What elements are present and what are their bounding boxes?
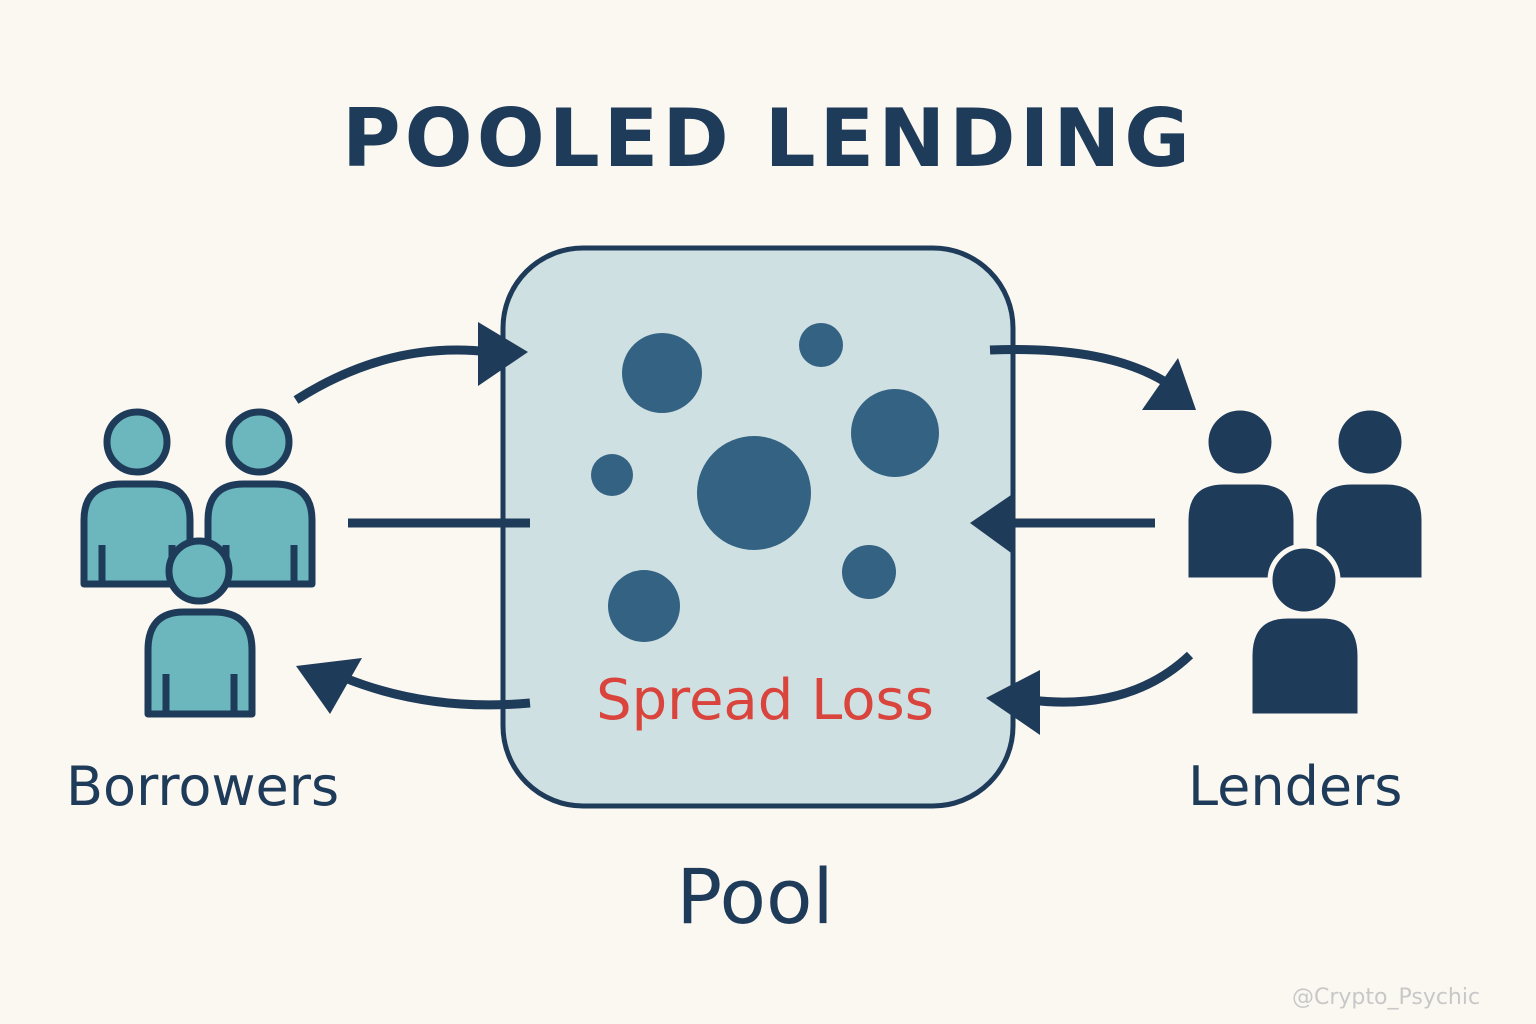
arrowhead-icon bbox=[986, 670, 1040, 735]
pool-circles-icon bbox=[591, 323, 939, 642]
borrowers-people-icon bbox=[80, 408, 316, 718]
borrower-connectors bbox=[293, 322, 531, 714]
spread-loss-label: Spread Loss bbox=[596, 668, 934, 733]
arrowhead-icon bbox=[1142, 358, 1196, 410]
pool-to-borrowers-arrow bbox=[343, 673, 531, 710]
borrowers-label: Borrowers bbox=[66, 755, 340, 818]
pool-label: Pool bbox=[676, 852, 834, 941]
pool-circle bbox=[799, 323, 843, 367]
lenders-label: Lenders bbox=[1188, 755, 1403, 818]
lender-person-icon bbox=[1183, 405, 1299, 583]
lender-connectors bbox=[970, 344, 1196, 735]
borrowers-to-pool-arrow bbox=[293, 345, 491, 404]
lenders-to-pool-arrow bbox=[1029, 651, 1194, 707]
borrower-person-icon bbox=[80, 408, 194, 588]
pool-circle bbox=[842, 545, 896, 599]
pool-circle bbox=[851, 389, 939, 477]
lender-person-icon bbox=[1247, 543, 1363, 719]
pool-circle bbox=[622, 333, 702, 413]
pool-circle bbox=[608, 570, 680, 642]
lenders-people-icon bbox=[1183, 405, 1427, 719]
arrowhead-icon bbox=[970, 493, 1014, 555]
page-title: POOLED LENDING bbox=[342, 92, 1194, 185]
lender-person-icon bbox=[1311, 405, 1427, 583]
arrowhead-icon bbox=[296, 658, 362, 714]
arrowhead-icon bbox=[478, 322, 528, 386]
watermark: @Crypto_Psychic bbox=[1292, 985, 1481, 1010]
borrower-person-icon bbox=[144, 537, 256, 718]
pool-circle bbox=[697, 436, 811, 550]
borrower-person-icon bbox=[204, 408, 316, 588]
pool-circle bbox=[591, 454, 633, 496]
pool-to-lenders-arrow bbox=[989, 344, 1173, 389]
